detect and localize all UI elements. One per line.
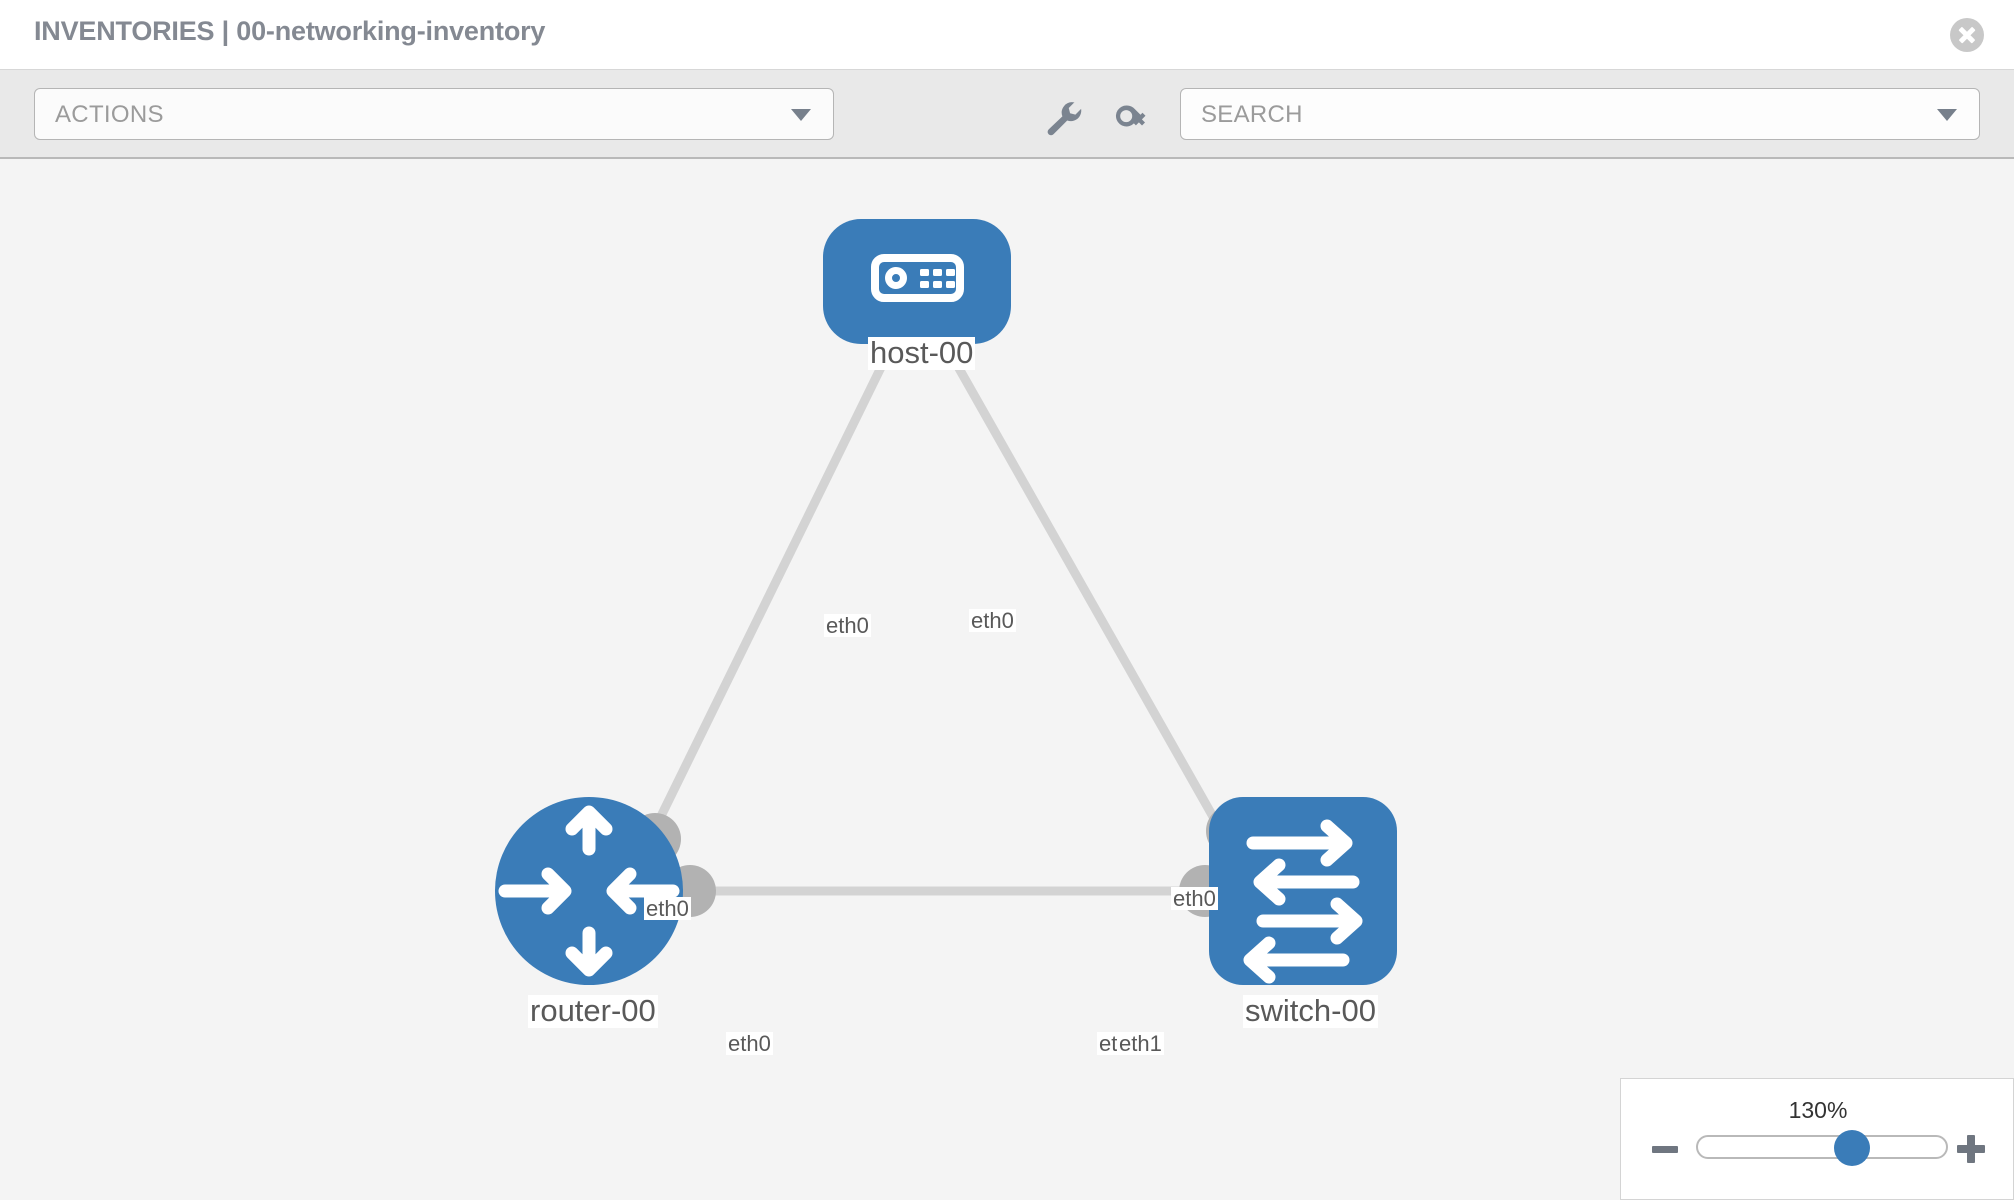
node-label-router-00: router-00 [528, 993, 658, 1028]
interface-label: eth0 [726, 1031, 773, 1056]
interface-label: eth0 [824, 613, 871, 638]
actions-dropdown-label: ACTIONS [55, 101, 164, 128]
router-arrows-icon [498, 805, 680, 977]
close-icon[interactable] [1950, 18, 1984, 52]
actions-dropdown[interactable]: ACTIONS [34, 88, 834, 140]
key-icon[interactable] [1112, 102, 1154, 138]
node-label-host-00: host-00 [868, 335, 976, 370]
server-icon [871, 254, 964, 302]
zoom-in-button[interactable] [1957, 1135, 1985, 1163]
topology-toolbar: ACTIONS SEARCH [0, 70, 2014, 159]
zoom-slider-thumb[interactable] [1833, 1130, 1870, 1166]
edge-group [635, 344, 1242, 896]
wrench-icon[interactable] [1045, 102, 1087, 138]
chevron-down-icon [1937, 109, 1957, 121]
interface-label: eth0 [644, 896, 691, 921]
zoom-level-label: 130% [1788, 1097, 1848, 1123]
page-title: INVENTORIES | 00-networking-inventory [34, 16, 546, 46]
zoom-out-button[interactable] [1651, 1135, 1679, 1163]
search-placeholder: SEARCH [1201, 101, 1303, 128]
node-router-00[interactable] [495, 797, 683, 985]
page-header: INVENTORIES | 00-networking-inventory [0, 0, 2014, 70]
plus-icon-vertical [1967, 1135, 1975, 1163]
node-switch-00[interactable] [1209, 797, 1397, 985]
edge-host00-router00 [635, 344, 895, 864]
chevron-down-icon [791, 109, 811, 121]
node-host-00[interactable] [823, 219, 1011, 344]
minus-icon [1652, 1146, 1678, 1153]
node-label-switch-00: switch-00 [1243, 993, 1378, 1028]
search-input[interactable]: SEARCH [1180, 88, 1980, 140]
connector-group [629, 311, 1258, 917]
topology-canvas[interactable]: host-00 router-00 switch-00 eth0 eth0 et… [0, 159, 2014, 1200]
switch-arrows-icon [1243, 819, 1363, 984]
interface-label: eth1 [1117, 1031, 1164, 1056]
zoom-slider-track[interactable] [1696, 1130, 1948, 1166]
interface-label: eth0 [1171, 886, 1218, 911]
topology-graph [495, 219, 1397, 985]
edge-host00-switch00 [943, 344, 1242, 864]
interface-label: eth0 [969, 608, 1016, 633]
zoom-control-panel: 130% [1620, 1078, 2014, 1200]
